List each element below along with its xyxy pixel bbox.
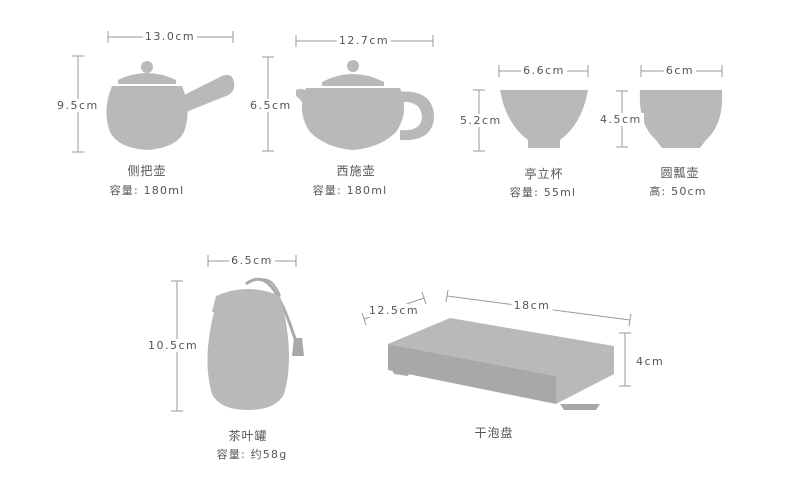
tingli-cup-width-label: 6.6cm bbox=[521, 64, 567, 77]
side-handle-teapot-height-label: 9.5cm bbox=[55, 99, 101, 112]
xishi-teapot-height-label: 6.5cm bbox=[248, 99, 294, 112]
round-bowl-spec: 高: 50cm bbox=[649, 185, 707, 198]
dry-tray-height-label: 4cm bbox=[634, 355, 667, 368]
tingli-cup-height-label: 5.2cm bbox=[458, 114, 504, 127]
side-handle-teapot-width-label: 13.0cm bbox=[142, 30, 198, 43]
tingli-cup-name: 亭立杯 bbox=[524, 167, 564, 181]
tingli-cup-illustration bbox=[473, 65, 589, 152]
tea-caddy-spec: 容量: 约58g bbox=[216, 448, 288, 461]
round-bowl-width-label: 6cm bbox=[663, 64, 697, 77]
tea-caddy-name: 茶叶罐 bbox=[228, 429, 268, 443]
tingli-cup-spec: 容量: 55ml bbox=[509, 186, 577, 199]
side-handle-teapot-name: 侧把壶 bbox=[127, 164, 167, 178]
side-handle-teapot-illustration bbox=[72, 31, 235, 153]
tea-caddy-illustration bbox=[171, 255, 304, 412]
tea-caddy-height-label: 10.5cm bbox=[146, 339, 201, 352]
round-bowl-illustration bbox=[616, 65, 723, 148]
dry-tray-width-label: 18cm bbox=[511, 299, 553, 312]
round-bowl-name: 圆瓢壶 bbox=[660, 166, 700, 180]
tea-caddy-width-label: 6.5cm bbox=[229, 254, 275, 267]
xishi-teapot-spec: 容量: 180ml bbox=[312, 184, 388, 197]
xishi-teapot-name: 西施壶 bbox=[336, 164, 376, 178]
dry-tray-illustration bbox=[361, 289, 632, 410]
round-bowl-height-label: 4.5cm bbox=[598, 113, 644, 126]
dry-tray-depth-label: 12.5cm bbox=[366, 304, 422, 317]
xishi-teapot-width-label: 12.7cm bbox=[336, 34, 392, 47]
side-handle-teapot-spec: 容量: 180ml bbox=[109, 184, 185, 197]
xishi-teapot-illustration bbox=[262, 35, 434, 152]
dry-tray-name: 干泡盘 bbox=[474, 426, 514, 440]
